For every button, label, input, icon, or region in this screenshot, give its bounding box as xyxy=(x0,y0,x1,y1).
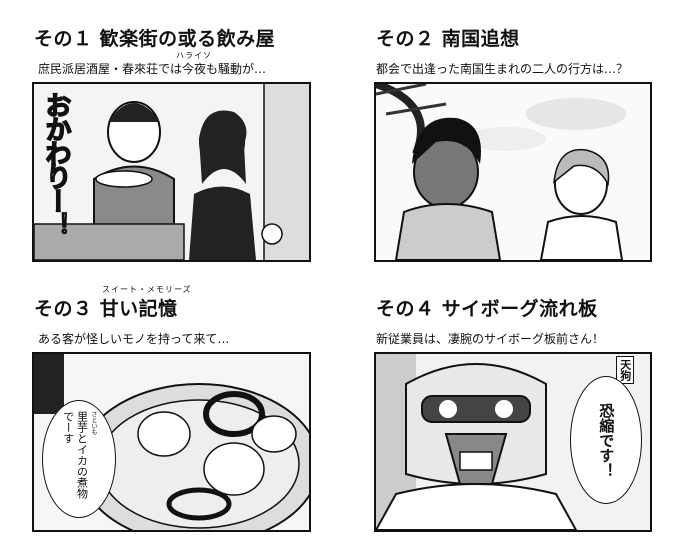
entry-2-panel xyxy=(374,82,652,262)
entry-3-title: その３ 甘い記憶 xyxy=(34,298,178,320)
entry-1-panel: おかわりー！ xyxy=(32,82,311,262)
entry-4-speech-balloon: 恐縮です！ xyxy=(570,376,642,504)
entry-2-caption: 都会で出逢った南国生まれの二人の行方は…？ xyxy=(376,62,629,76)
entry-3-balloon-ruby: さといも xyxy=(90,411,97,435)
entry-4-panel: 天狗 恐縮です！ xyxy=(374,352,652,532)
entry-1-ruby: ハライソ xyxy=(176,51,212,60)
entry-4-title: その４ サイボーグ流れ板 xyxy=(376,298,598,320)
entry-3-panel: さといも 里芋とイカの煮物でーす xyxy=(32,352,311,532)
entry-3-balloon-text: 里芋とイカの煮物でーす xyxy=(61,411,89,499)
entry-3-caption: ある客が怪しいモノを持って来て… xyxy=(38,332,230,346)
entry-1-sfx: おかわりー！ xyxy=(40,91,72,237)
entry-2-title: その２ 南国追想 xyxy=(376,28,520,50)
entry-4-balloon-text: 恐縮です！ xyxy=(597,402,616,478)
entry-1-caption: 庶民派居酒屋・春來荘では今夜も騒動が… xyxy=(38,62,267,76)
entry-4-caption: 新従業員は、凄腕のサイボーグ板前さん！ xyxy=(376,332,605,346)
entry-4-sign: 天狗 xyxy=(616,356,634,384)
tropical-couple-illustration xyxy=(376,84,650,260)
entry-1-title: その１ 歓楽街の或る飲み屋 xyxy=(34,28,276,50)
entry-3-ruby: スイート・メモリーズ xyxy=(102,285,192,294)
entry-3-speech-balloon: さといも 里芋とイカの煮物でーす xyxy=(42,400,116,518)
izakaya-scene-illustration xyxy=(34,84,309,260)
